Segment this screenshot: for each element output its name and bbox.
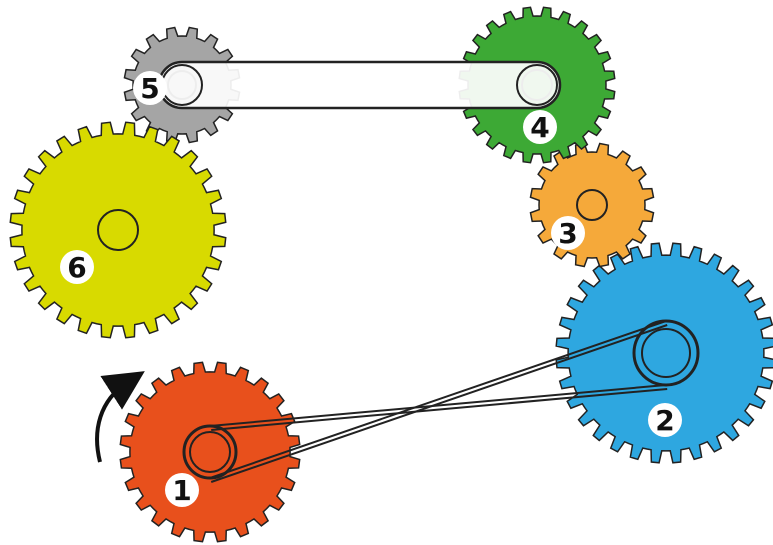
gear-1-body xyxy=(119,361,301,543)
belt-pulley-1 xyxy=(182,424,238,480)
gear-3-hub xyxy=(576,189,608,221)
belt-1-2-strand-1 xyxy=(209,320,667,479)
gear-6-hub xyxy=(97,209,139,251)
belt-1-2-strand-1 xyxy=(210,324,668,483)
belt-5-4 xyxy=(157,60,562,110)
gear-2-label-badge xyxy=(648,403,682,437)
gear-5-label-badge xyxy=(133,71,167,105)
gear-1-hub xyxy=(189,431,231,473)
gear-6-label-badge xyxy=(60,250,94,284)
gear-3-label-badge xyxy=(551,216,585,250)
gears-layer xyxy=(9,6,773,543)
gear-4-label-badge xyxy=(523,110,557,144)
curved-arrow-up-icon xyxy=(95,371,145,463)
gear-5-label: 5 xyxy=(140,72,159,105)
gear-2-body xyxy=(555,242,773,464)
gear-6-body xyxy=(9,121,227,339)
labels-layer: 1 2 3 4 5 6 xyxy=(60,71,682,507)
belts-front-layer xyxy=(157,60,700,483)
belt-1-2-strand-0 xyxy=(209,384,667,427)
gear-2-label: 2 xyxy=(655,404,674,437)
belt-1-2 xyxy=(182,319,700,483)
gear-2 xyxy=(555,242,773,464)
gear-1-label: 1 xyxy=(172,474,191,507)
belt-5-4-band xyxy=(157,60,562,110)
gear-1 xyxy=(119,361,301,543)
gear-6 xyxy=(9,121,227,339)
gear-3-label: 3 xyxy=(558,217,577,250)
gear-6-label: 6 xyxy=(67,251,86,284)
gear-1-label-badge xyxy=(165,473,199,507)
gear-4-label: 4 xyxy=(530,111,549,144)
gear-2-hub xyxy=(641,328,691,378)
belt-pulley-2 xyxy=(632,319,700,387)
belt-pulley-4 xyxy=(516,64,558,106)
belt-1-2-strand-0 xyxy=(211,388,668,431)
